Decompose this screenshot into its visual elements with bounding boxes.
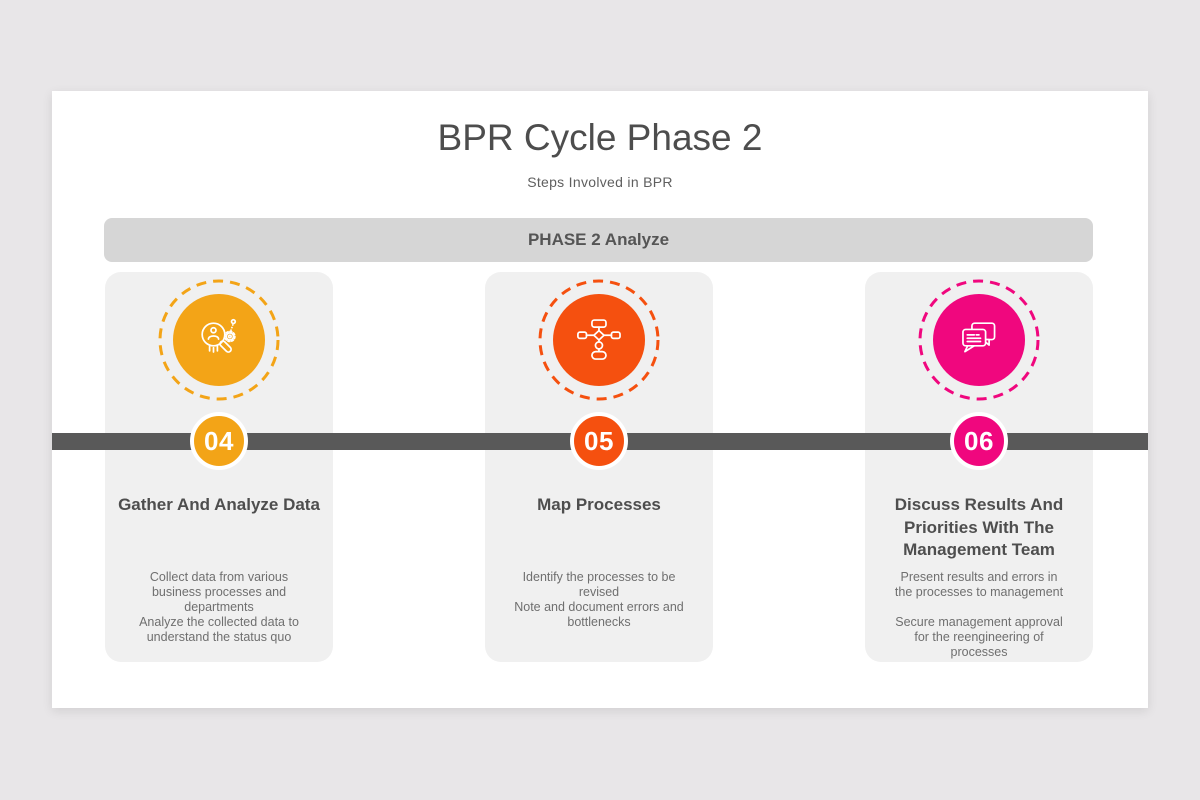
step-card-map-processes: 05 Map Processes Identify the processes …	[485, 272, 713, 662]
step-title: Map Processes	[537, 495, 661, 514]
step-number-badge: 05	[570, 412, 628, 470]
step-title: Discuss Results And Priorities With The …	[894, 495, 1064, 559]
step-number-badge: 04	[190, 412, 248, 470]
icon-disc-fill	[173, 294, 265, 386]
step-description: Collect data from various business proce…	[139, 570, 299, 644]
step-description: Identify the processes to be revised Not…	[514, 570, 684, 629]
magnifier-analytics-icon	[158, 279, 280, 401]
flowchart-icon	[538, 279, 660, 401]
chat-bubbles-icon	[918, 279, 1040, 401]
page-subtitle: Steps Involved in BPR	[527, 174, 673, 190]
step-description: Present results and errors in the proces…	[894, 570, 1064, 659]
phase-banner: PHASE 2 Analyze	[104, 218, 1093, 262]
phase-banner-label: PHASE 2 Analyze	[527, 230, 670, 249]
step-title: Gather And Analyze Data	[118, 495, 320, 514]
step-number-badge: 06	[950, 412, 1008, 470]
page-title: BPR Cycle Phase 2	[437, 117, 763, 158]
dashed-ring	[538, 279, 660, 401]
dashed-ring	[158, 279, 280, 401]
dashed-ring	[918, 279, 1040, 401]
step-number: 06	[964, 425, 994, 456]
step-number: 05	[584, 425, 614, 456]
step-card-discuss-results: 06 Discuss Results And Priorities With T…	[865, 272, 1093, 662]
slide: BPR Cycle Phase 2 Steps Involved in BPR …	[52, 91, 1148, 708]
step-number: 04	[204, 425, 234, 456]
step-card-gather-analyze: 04 Gather And Analyze Data Collect data …	[105, 272, 333, 662]
